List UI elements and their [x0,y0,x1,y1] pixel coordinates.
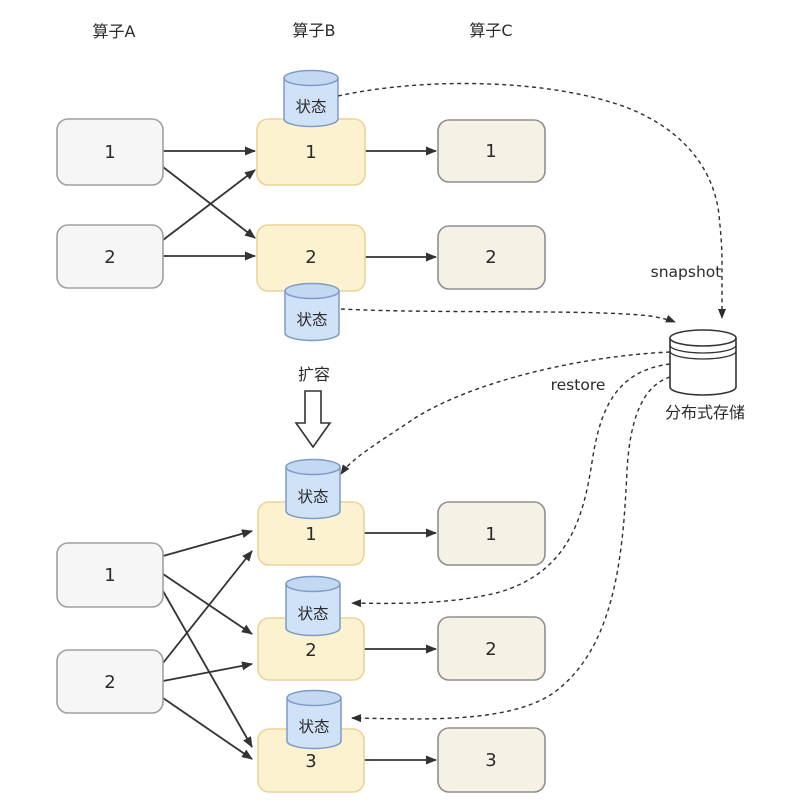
after-state-cylinder-3: 状态 [286,689,342,750]
arrow-a2-b1 [162,169,256,241]
after-c3-label: 3 [485,750,496,771]
before-section: 1 2 1 2 1 2 状态 状态 [56,69,546,342]
state-cylinder-body [283,78,339,128]
before-a2-label: 2 [104,247,115,268]
snapshot-arrow-from-state2 [340,308,676,323]
state-cylinder-body [285,584,341,637]
after-b2-label: 2 [305,640,316,661]
after-flow-arrows [162,528,437,765]
restore-arrow-to-state3 [351,376,671,723]
state-cylinder-body [286,698,342,750]
restore-arrow-to-state2 [351,363,671,608]
before-operator-a-task-2 [56,224,164,289]
arrow-a2-b3 [162,697,253,760]
after-state-cylinder-1: 状态 [285,458,341,520]
before-flow-arrows [162,146,437,262]
operator-b-label: 算子B [293,21,336,40]
scale-out-down-arrow-icon [294,390,332,449]
arrow-a2-b1 [162,550,253,664]
after-operator-c-task-2 [437,616,546,681]
after-operator-c-task-3 [437,727,546,793]
after-b3-label: 3 [305,751,316,772]
arrow-a1-b3 [162,590,253,748]
state-cylinder-lid [285,575,341,593]
storage-disk-line [669,344,737,354]
state-cylinder-body [285,467,341,520]
state-label: 状态 [297,488,328,506]
state-label: 状态 [296,311,327,329]
arrow-a1-b1 [162,529,253,557]
state-cylinder-lid [286,689,342,707]
state-cylinder-lid [284,282,340,300]
after-a1-label: 1 [104,565,115,586]
restore-arrows: restore [340,351,671,723]
restore-arrow-to-state1 [340,351,671,475]
before-c1-label: 1 [485,141,496,162]
storage-cylinder-lid [669,329,737,347]
state-label: 状态 [295,98,326,116]
before-operator-c-task-2 [437,225,546,290]
operator-c-label: 算子C [469,21,512,40]
before-b2-label: 2 [305,247,316,268]
before-state-cylinder-1: 状态 [283,69,339,128]
state-cylinder-lid [283,69,339,87]
state-cylinder-body [284,291,340,342]
after-c2-label: 2 [485,639,496,660]
before-c2-label: 2 [485,247,496,268]
after-operator-a-task-1 [56,542,164,608]
before-b1-label: 1 [305,142,316,163]
state-label: 状态 [297,605,328,623]
before-a1-label: 1 [104,142,115,163]
after-b1-label: 1 [305,524,316,545]
storage-disk-line [669,350,737,360]
snapshot-arrows: snapshot [337,82,726,323]
restore-label: restore [551,376,606,394]
after-operator-a-task-2 [56,649,164,714]
arrow-a2-b2 [162,661,253,682]
arrow-a1-b2 [162,166,256,239]
after-c1-label: 1 [485,524,496,545]
after-section: 1 2 1 2 3 1 2 3 状态 状态 状态 [56,458,546,793]
after-a2-label: 2 [104,672,115,693]
operator-a-label: 算子A [93,22,136,41]
scale-out-label: 扩容 [298,365,330,384]
snapshot-label: snapshot [651,263,722,281]
after-operator-c-task-1 [437,501,546,566]
after-state-cylinder-2: 状态 [285,575,341,637]
distributed-storage: 分布式存储 [665,329,745,422]
before-state-cylinder-2: 状态 [284,282,340,342]
state-label: 状态 [298,718,329,736]
before-operator-a-task-1 [56,118,164,186]
state-cylinder-lid [285,458,341,476]
before-operator-c-task-1 [437,119,546,183]
scale-out: 扩容 [294,365,332,449]
arrow-a1-b2 [162,573,253,635]
storage-label: 分布式存储 [665,403,745,422]
